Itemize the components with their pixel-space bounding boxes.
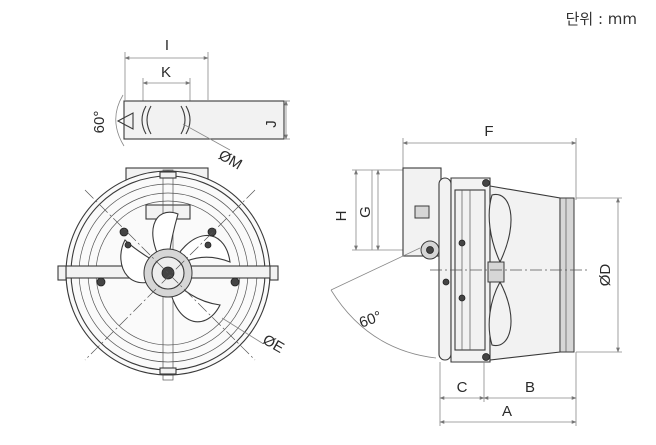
dim-label-c: C bbox=[457, 379, 468, 396]
dim-label-b: B bbox=[525, 379, 535, 396]
dim-label-d: ØD bbox=[597, 264, 614, 287]
unit-label: 단위 : mm bbox=[566, 10, 637, 28]
dim-label-e: ØE bbox=[260, 331, 287, 357]
angle-label-side: 60° bbox=[357, 308, 384, 332]
top-view-body bbox=[123, 100, 285, 140]
dim-label-h: H bbox=[333, 211, 350, 222]
dim-label-f: F bbox=[484, 123, 493, 140]
angle-label-top: 60° bbox=[91, 111, 108, 134]
dim-label-j: J bbox=[263, 120, 280, 128]
top-view: I K 60° J ØM bbox=[91, 37, 290, 174]
dim-label-i: I bbox=[165, 37, 169, 54]
front-view: ØE bbox=[57, 167, 287, 381]
side-view: F H G 60° bbox=[330, 123, 622, 426]
dim-label-m: ØM bbox=[216, 147, 245, 174]
dim-label-g: G bbox=[357, 206, 374, 218]
dim-label-a: A bbox=[502, 403, 512, 420]
dim-label-k: K bbox=[161, 64, 171, 81]
